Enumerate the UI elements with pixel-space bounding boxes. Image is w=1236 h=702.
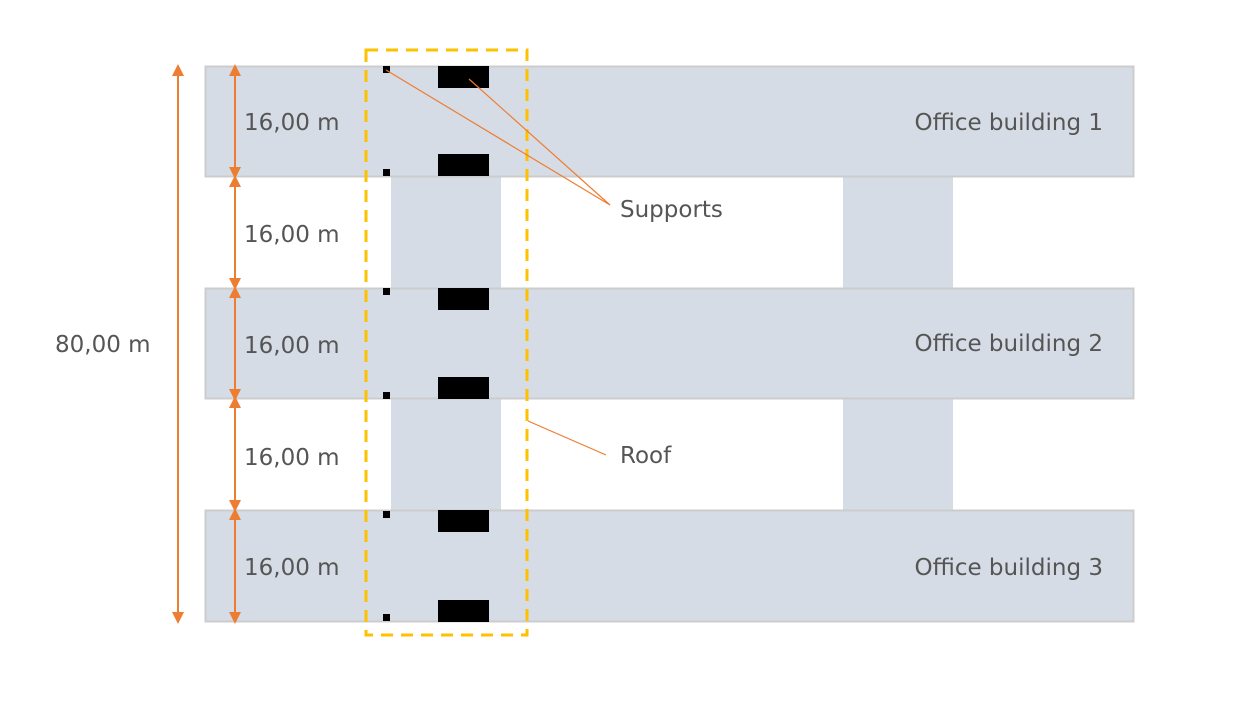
support [383, 288, 390, 295]
support [438, 288, 489, 310]
building-1 [204, 65, 1135, 178]
building-3 [204, 509, 1135, 623]
support [438, 154, 489, 176]
supports [383, 66, 489, 622]
segment-label: 16,00 m [244, 333, 340, 359]
supports-leader-1 [385, 69, 611, 206]
support [383, 66, 390, 73]
support [438, 510, 489, 532]
roof-callout: Roof [620, 443, 672, 469]
total-height-label: 80,00 m [55, 332, 151, 358]
supports-callout: Supports [620, 197, 723, 223]
building-label: Office building 2 [914, 331, 1103, 357]
roof-leader [527, 420, 607, 456]
segment-label: 16,00 m [244, 222, 340, 248]
connector-right-lower [843, 398, 953, 510]
connector-left-upper [391, 177, 501, 288]
segment-label: 16,00 m [244, 445, 340, 471]
building-label: Office building 1 [914, 110, 1103, 136]
connector-right-upper [843, 177, 953, 288]
segment-label: 16,00 m [244, 110, 340, 136]
support [383, 511, 390, 518]
support [438, 377, 489, 399]
support [383, 169, 390, 176]
building-2 [204, 287, 1135, 400]
support [438, 600, 489, 622]
support [438, 66, 489, 88]
support [383, 392, 390, 399]
supports-leader-2 [468, 78, 611, 206]
connector-left-lower [391, 398, 501, 510]
building-label: Office building 3 [914, 555, 1103, 581]
support [383, 614, 390, 621]
segment-label: 16,00 m [244, 555, 340, 581]
roof-outline [364, 48, 529, 637]
